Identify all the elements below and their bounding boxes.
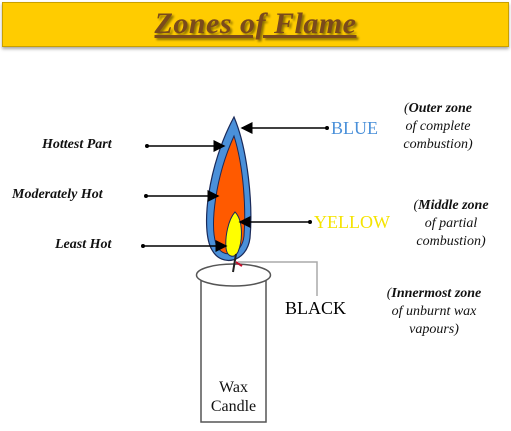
desc-outer-zone: (Outer zone of complete combustion) — [385, 100, 491, 154]
zone-name-black: BLACK — [285, 298, 347, 318]
candle-label-line2: Candle — [210, 398, 257, 415]
desc-inner-line2: of unburnt wax — [391, 304, 477, 319]
page-title: Zones of Flame — [154, 7, 357, 40]
desc-inner-zone: (Innermost zone of unburnt wax vapours) — [366, 285, 502, 339]
desc-middle-zone: (Middle zone of partial combustion) — [398, 197, 504, 251]
candle-body — [200, 276, 267, 423]
flame-inner-zone — [225, 211, 242, 257]
label-moderately-hot: Moderately Hot — [12, 187, 103, 202]
zone-name-blue: BLUE — [331, 118, 378, 138]
candle-label: Wax Candle — [201, 378, 266, 416]
wick-glow — [235, 261, 243, 267]
candle-label-line1: Wax — [219, 379, 248, 396]
label-hottest-part: Hottest Part — [42, 137, 112, 152]
pointer-black — [238, 261, 318, 296]
desc-outer-title: Outer zone — [408, 101, 473, 116]
desc-outer-line3: combustion) — [403, 137, 473, 152]
wick — [232, 253, 237, 273]
zone-name-yellow: YELLOW — [314, 212, 390, 232]
desc-middle-title: Middle zone — [418, 198, 489, 213]
title-bar: Zones of Flame — [2, 2, 509, 47]
desc-outer-line2: of complete — [405, 119, 471, 134]
label-least-hot: Least Hot — [55, 237, 112, 252]
desc-inner-title: Innermost zone — [391, 286, 482, 301]
desc-middle-line2: of partial — [424, 216, 478, 231]
desc-inner-line3: vapours) — [409, 322, 459, 337]
desc-middle-line3: combustion) — [416, 234, 486, 249]
